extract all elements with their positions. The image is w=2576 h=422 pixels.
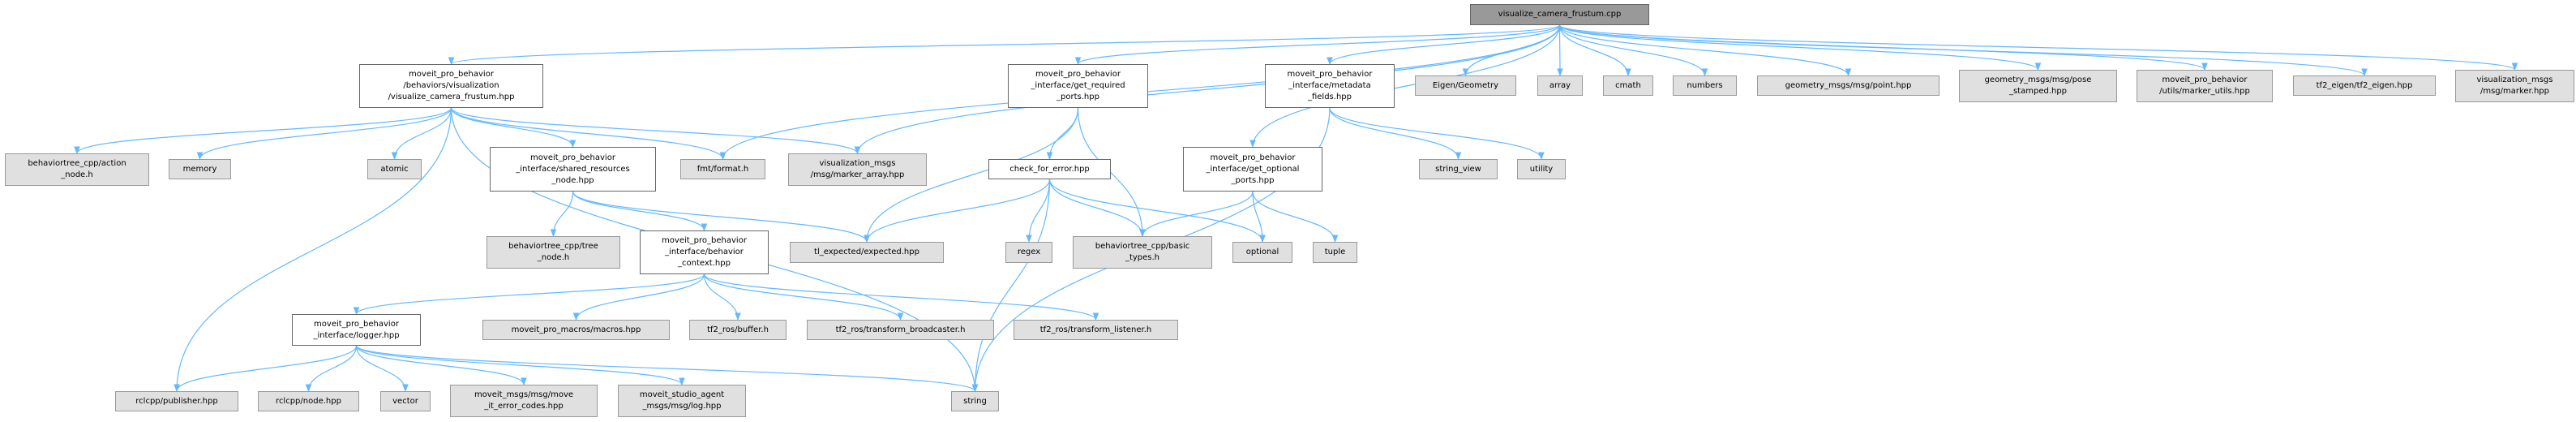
edge-logger-to-log [355,345,685,385]
edge-vcf-to-shared [450,107,576,148]
node-get-optional[interactable]: moveit_pro_behavior _interface/get_optio… [1183,147,1322,192]
edge-logger-to-publisher [174,345,358,392]
node-metadata[interactable]: moveit_pro_behavior _interface/metadata … [1265,64,1395,108]
node-error-codes: moveit_msgs/msg/move _it_error_codes.hpp [450,385,598,417]
node-macros: moveit_pro_macros/macros.hpp [482,320,670,340]
node-marker-utils: moveit_pro_behavior /utils/marker_utils.… [2137,70,2273,102]
edge-cpp-to-numbers [1558,24,1708,76]
edge-get_optional-to-tuple [1252,191,1339,243]
edge-shared-to-context [572,191,708,231]
node-action-node: behaviortree_cpp/action _node.h [5,153,149,186]
edge-logger-to-node [305,345,358,392]
node-vcf[interactable]: moveit_pro_behavior /behaviors/visualiza… [359,64,543,108]
node-vector: vector [380,391,431,411]
edge-vcf-to-memory [196,107,452,160]
edge-context-to-broadcaster [703,273,904,321]
edge-shared-to-tl_expected [572,191,870,243]
node-string: string [951,391,999,411]
node-numbers: numbers [1673,75,1737,96]
node-cpp[interactable]: visualize_camera_frustum.cpp [1470,4,1649,25]
node-log: moveit_studio_agent _msgs/msg/log.hpp [618,385,746,417]
edge-context-to-macros [572,273,705,321]
edge-cpp-to-get_required [1074,24,1561,65]
edge-vcf-to-publisher [174,107,452,392]
edge-cpp-to-cmath [1558,24,1631,76]
node-basic-types: behaviortree_cpp/basic _types.h [1073,236,1212,269]
edge-cpp-to-pose [1558,24,2042,71]
edge-check-to-basic_types [1048,179,1146,237]
edge-check-to-regex [1026,179,1051,243]
edge-vcf-to-marker_array [450,107,861,154]
node-tree-node: behaviortree_cpp/tree _node.h [486,236,620,269]
edge-vcf-to-action_node [74,107,452,154]
edge-cpp-to-marker_array [854,24,1561,154]
node-publisher: rclcpp/publisher.hpp [115,391,238,411]
edge-vcf-to-fmt [450,107,727,160]
node-atomic: atomic [367,159,422,179]
node-pose: geometry_msgs/msg/pose _stamped.hpp [1959,70,2117,102]
node-fmt: fmt/format.h [680,159,765,179]
edge-cpp-to-marker [1558,24,2518,71]
node-cmath: cmath [1603,75,1653,96]
node-context[interactable]: moveit_pro_behavior _interface/behavior … [640,230,769,274]
node-logger[interactable]: moveit_pro_behavior _interface/logger.hp… [292,314,421,346]
node-memory: memory [169,159,231,179]
edge-check-to-tl_expected [864,179,1051,243]
node-string-view: string_view [1419,159,1498,179]
node-tuple: tuple [1313,242,1357,263]
node-optional: optional [1232,242,1292,263]
edge-metadata-to-utility [1329,107,1545,160]
node-regex: regex [1005,242,1052,263]
node-eigen: Eigen/Geometry [1415,75,1516,96]
node-array: array [1537,75,1583,96]
edge-context-to-listener [703,273,1099,321]
edge-context-to-logger [353,273,705,315]
edge-get_optional-to-basic_types [1139,191,1254,237]
node-tl-expected: tl_expected/expected.hpp [790,242,944,263]
node-buffer: tf2_ros/buffer.h [689,320,787,340]
edge-vcf-to-atomic [391,107,452,160]
node-get-required[interactable]: moveit_pro_behavior _interface/get_requi… [1008,64,1148,108]
node-utility: utility [1517,159,1566,179]
edge-cpp-to-eigen [1462,24,1561,76]
edge-cpp-to-tf2_eigen [1558,24,2368,76]
node-tf2-eigen: tf2_eigen/tf2_eigen.hpp [2293,75,2436,96]
node-broadcaster: tf2_ros/transform_broadcaster.h [807,320,994,340]
edge-get_required-to-tl_expected [864,107,1079,243]
node-check[interactable]: check_for_error.hpp [988,159,1111,179]
edge-cpp-to-vcf [448,24,1561,65]
edge-check-to-optional [1048,179,1266,243]
edge-cpp-to-get_optional [1249,24,1561,148]
edge-logger-to-vector [355,345,409,392]
edge-metadata-to-string_view [1329,107,1462,160]
edge-logger-to-string [355,345,979,392]
edge-get_optional-to-optional [1252,191,1266,243]
edge-check-to-string [971,179,1051,392]
edge-cpp-to-array [1557,24,1563,76]
node-node: rclcpp/node.hpp [258,391,359,411]
node-marker-array: visualization_msgs /msg/marker_array.hpp [788,153,927,186]
edge-cpp-to-point [1558,24,1852,76]
node-marker: visualization_msgs /msg/marker.hpp [2455,70,2574,102]
edge-get_required-to-check [1046,107,1079,160]
edge-logger-to-error_codes [355,345,527,385]
node-shared[interactable]: moveit_pro_behavior _interface/shared_re… [490,147,656,192]
edge-shared-to-tree_node [550,191,574,237]
edge-context-to-buffer [703,273,741,321]
edge-cpp-to-metadata [1327,24,1561,65]
node-point: geometry_msgs/msg/point.hpp [1757,75,1940,96]
node-listener: tf2_ros/transform_listener.h [1014,320,1178,340]
